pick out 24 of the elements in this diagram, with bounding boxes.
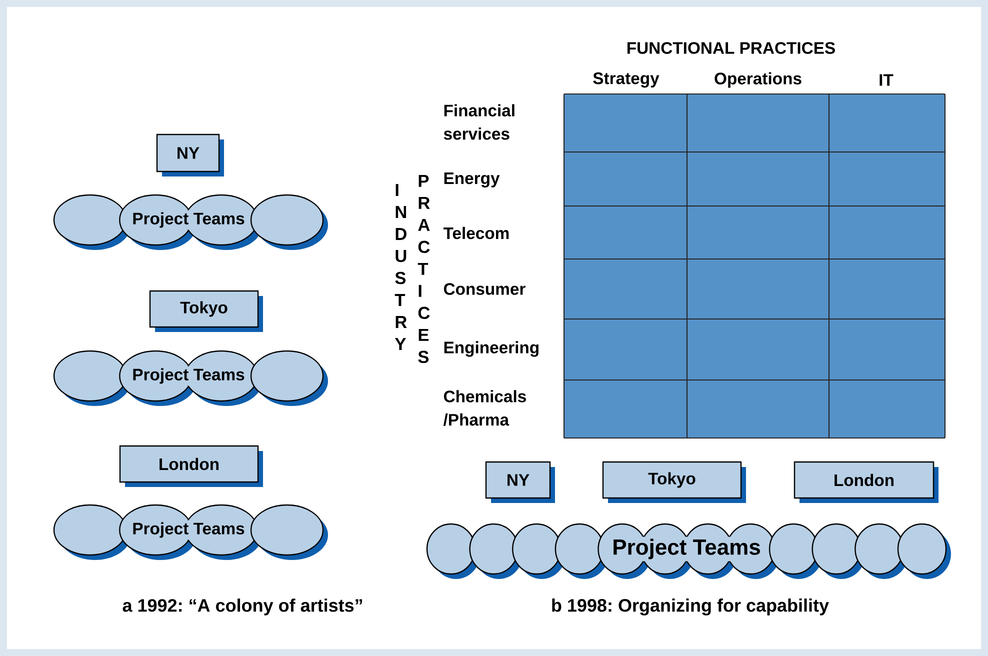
vertical-heading: PRACTICES (418, 174, 430, 364)
team-ellipse-chain: Project Teams (426, 523, 951, 579)
city-box: London (794, 461, 938, 503)
row-header: Engineering (444, 341, 538, 357)
row-header: Financial services (444, 104, 514, 140)
panel-caption: b 1998: Organizing for capability (552, 598, 829, 616)
row-header: Chemicals /Pharma (443, 390, 526, 426)
panel-caption: a 1992: “A colony of artists” (122, 598, 362, 616)
row-header: Consumer (444, 283, 526, 295)
row-header: Telecom (443, 226, 509, 240)
row-header: Energy (444, 172, 500, 188)
city-box: NY (156, 134, 224, 176)
column-header: IT (880, 74, 894, 86)
city-box: NY (485, 461, 555, 503)
team-ellipse-chain: Project Teams (53, 504, 328, 560)
column-header: Operations (714, 72, 802, 88)
city-box: Tokyo (149, 290, 263, 332)
vertical-heading: INDUSTRY (394, 184, 407, 350)
axis-title: FUNCTIONAL PRACTICES (628, 42, 835, 54)
city-box: Tokyo (602, 461, 746, 503)
team-ellipse-chain: Project Teams (53, 350, 328, 406)
team-ellipse-chain: Project Teams (53, 194, 328, 250)
city-box: London (119, 445, 263, 487)
column-header: Strategy (593, 72, 660, 88)
